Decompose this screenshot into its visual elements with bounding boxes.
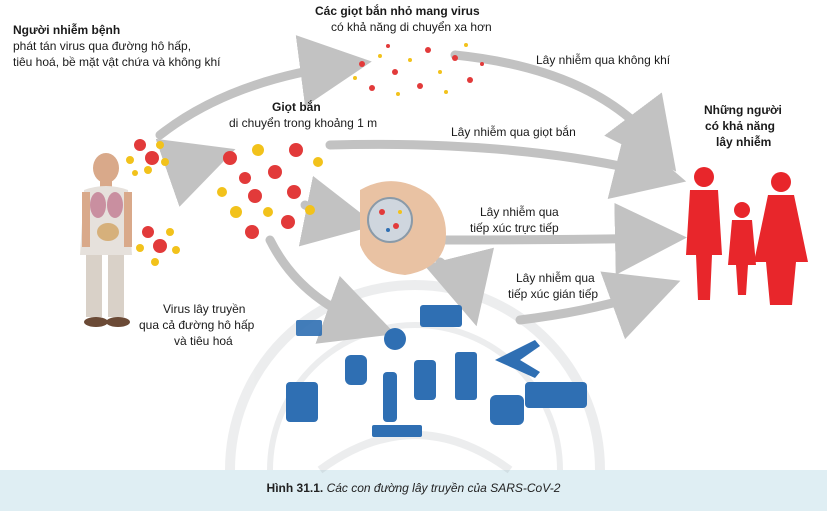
mouth-droplet-cluster xyxy=(126,139,169,176)
source-line-1: phát tán virus qua đường hô hấp, xyxy=(13,39,192,53)
route-airborne-label: Lây nhiễm qua không khí xyxy=(536,53,671,67)
droplets-subtitle: di chuyển trong khoảng 1 m xyxy=(229,116,378,130)
arrow-indirect xyxy=(515,271,681,340)
targets-line-3: lây nhiễm xyxy=(716,135,772,149)
route-indirect-label-1: Lây nhiễm qua xyxy=(516,271,595,285)
bus-icon xyxy=(525,382,587,408)
escalator-icon xyxy=(420,305,462,327)
airplane-icon xyxy=(495,340,540,378)
small-droplets-subtitle: có khả năng di chuyển xa hơn xyxy=(331,20,492,34)
source-line-2: tiêu hoá, bề mặt vật chứa và không khí xyxy=(13,55,221,69)
arrow-hand-to-objects xyxy=(424,247,494,327)
arrow-direct xyxy=(435,202,687,275)
virus-spread-line-2: qua cả đường hô hấp xyxy=(139,318,255,332)
arrow-source-to-droplets xyxy=(155,138,236,207)
arrow-source-to-small-droplets xyxy=(155,35,372,140)
toilet-icon xyxy=(345,355,367,385)
arrow-source-to-objects xyxy=(265,235,396,344)
large-droplets xyxy=(217,143,323,239)
targets-line-2: có khả năng xyxy=(705,119,776,133)
contaminated-objects xyxy=(286,305,587,437)
caption-figure-number: Hình 31.1. xyxy=(266,481,324,495)
route-indirect-label-2: tiếp xúc gián tiếp xyxy=(508,287,599,301)
droplets-title: Giọt bắn xyxy=(272,100,321,114)
figure-caption: Hình 31.1. Các con đường lây truyền của … xyxy=(0,481,827,495)
small-droplets-title: Các giọt bắn nhỏ mang virus xyxy=(315,4,480,18)
route-droplet-label: Lây nhiễm qua giọt bắn xyxy=(451,125,576,139)
washing-machine-icon xyxy=(286,382,318,422)
small-droplets-cloud xyxy=(353,43,484,96)
hand-with-viruses-icon xyxy=(360,181,446,275)
arrow-droplet xyxy=(325,129,687,200)
door-handle-icon xyxy=(455,352,477,400)
coins-icon xyxy=(384,328,406,350)
route-direct-label-1: Lây nhiễm qua xyxy=(480,205,559,219)
virus-spread-line-1: Virus lây truyền xyxy=(163,302,246,316)
source-title: Người nhiễm bệnh xyxy=(13,23,121,37)
phone-icon xyxy=(414,360,436,400)
virus-spread-line-3: và tiêu hoá xyxy=(174,334,233,348)
caption-band xyxy=(0,470,827,511)
abdomen-droplet-cluster xyxy=(136,226,180,266)
cart-icon xyxy=(296,320,322,336)
keyboard-icon xyxy=(372,425,422,437)
at-risk-people-icon xyxy=(686,167,808,305)
caption-text: Các con đường lây truyền của SARS-CoV-2 xyxy=(326,481,561,495)
infected-person-icon xyxy=(80,153,132,327)
targets-line-1: Những người xyxy=(704,103,782,117)
train-icon xyxy=(490,395,524,425)
remote-icon xyxy=(383,372,397,422)
route-direct-label-2: tiếp xúc trực tiếp xyxy=(470,221,559,235)
